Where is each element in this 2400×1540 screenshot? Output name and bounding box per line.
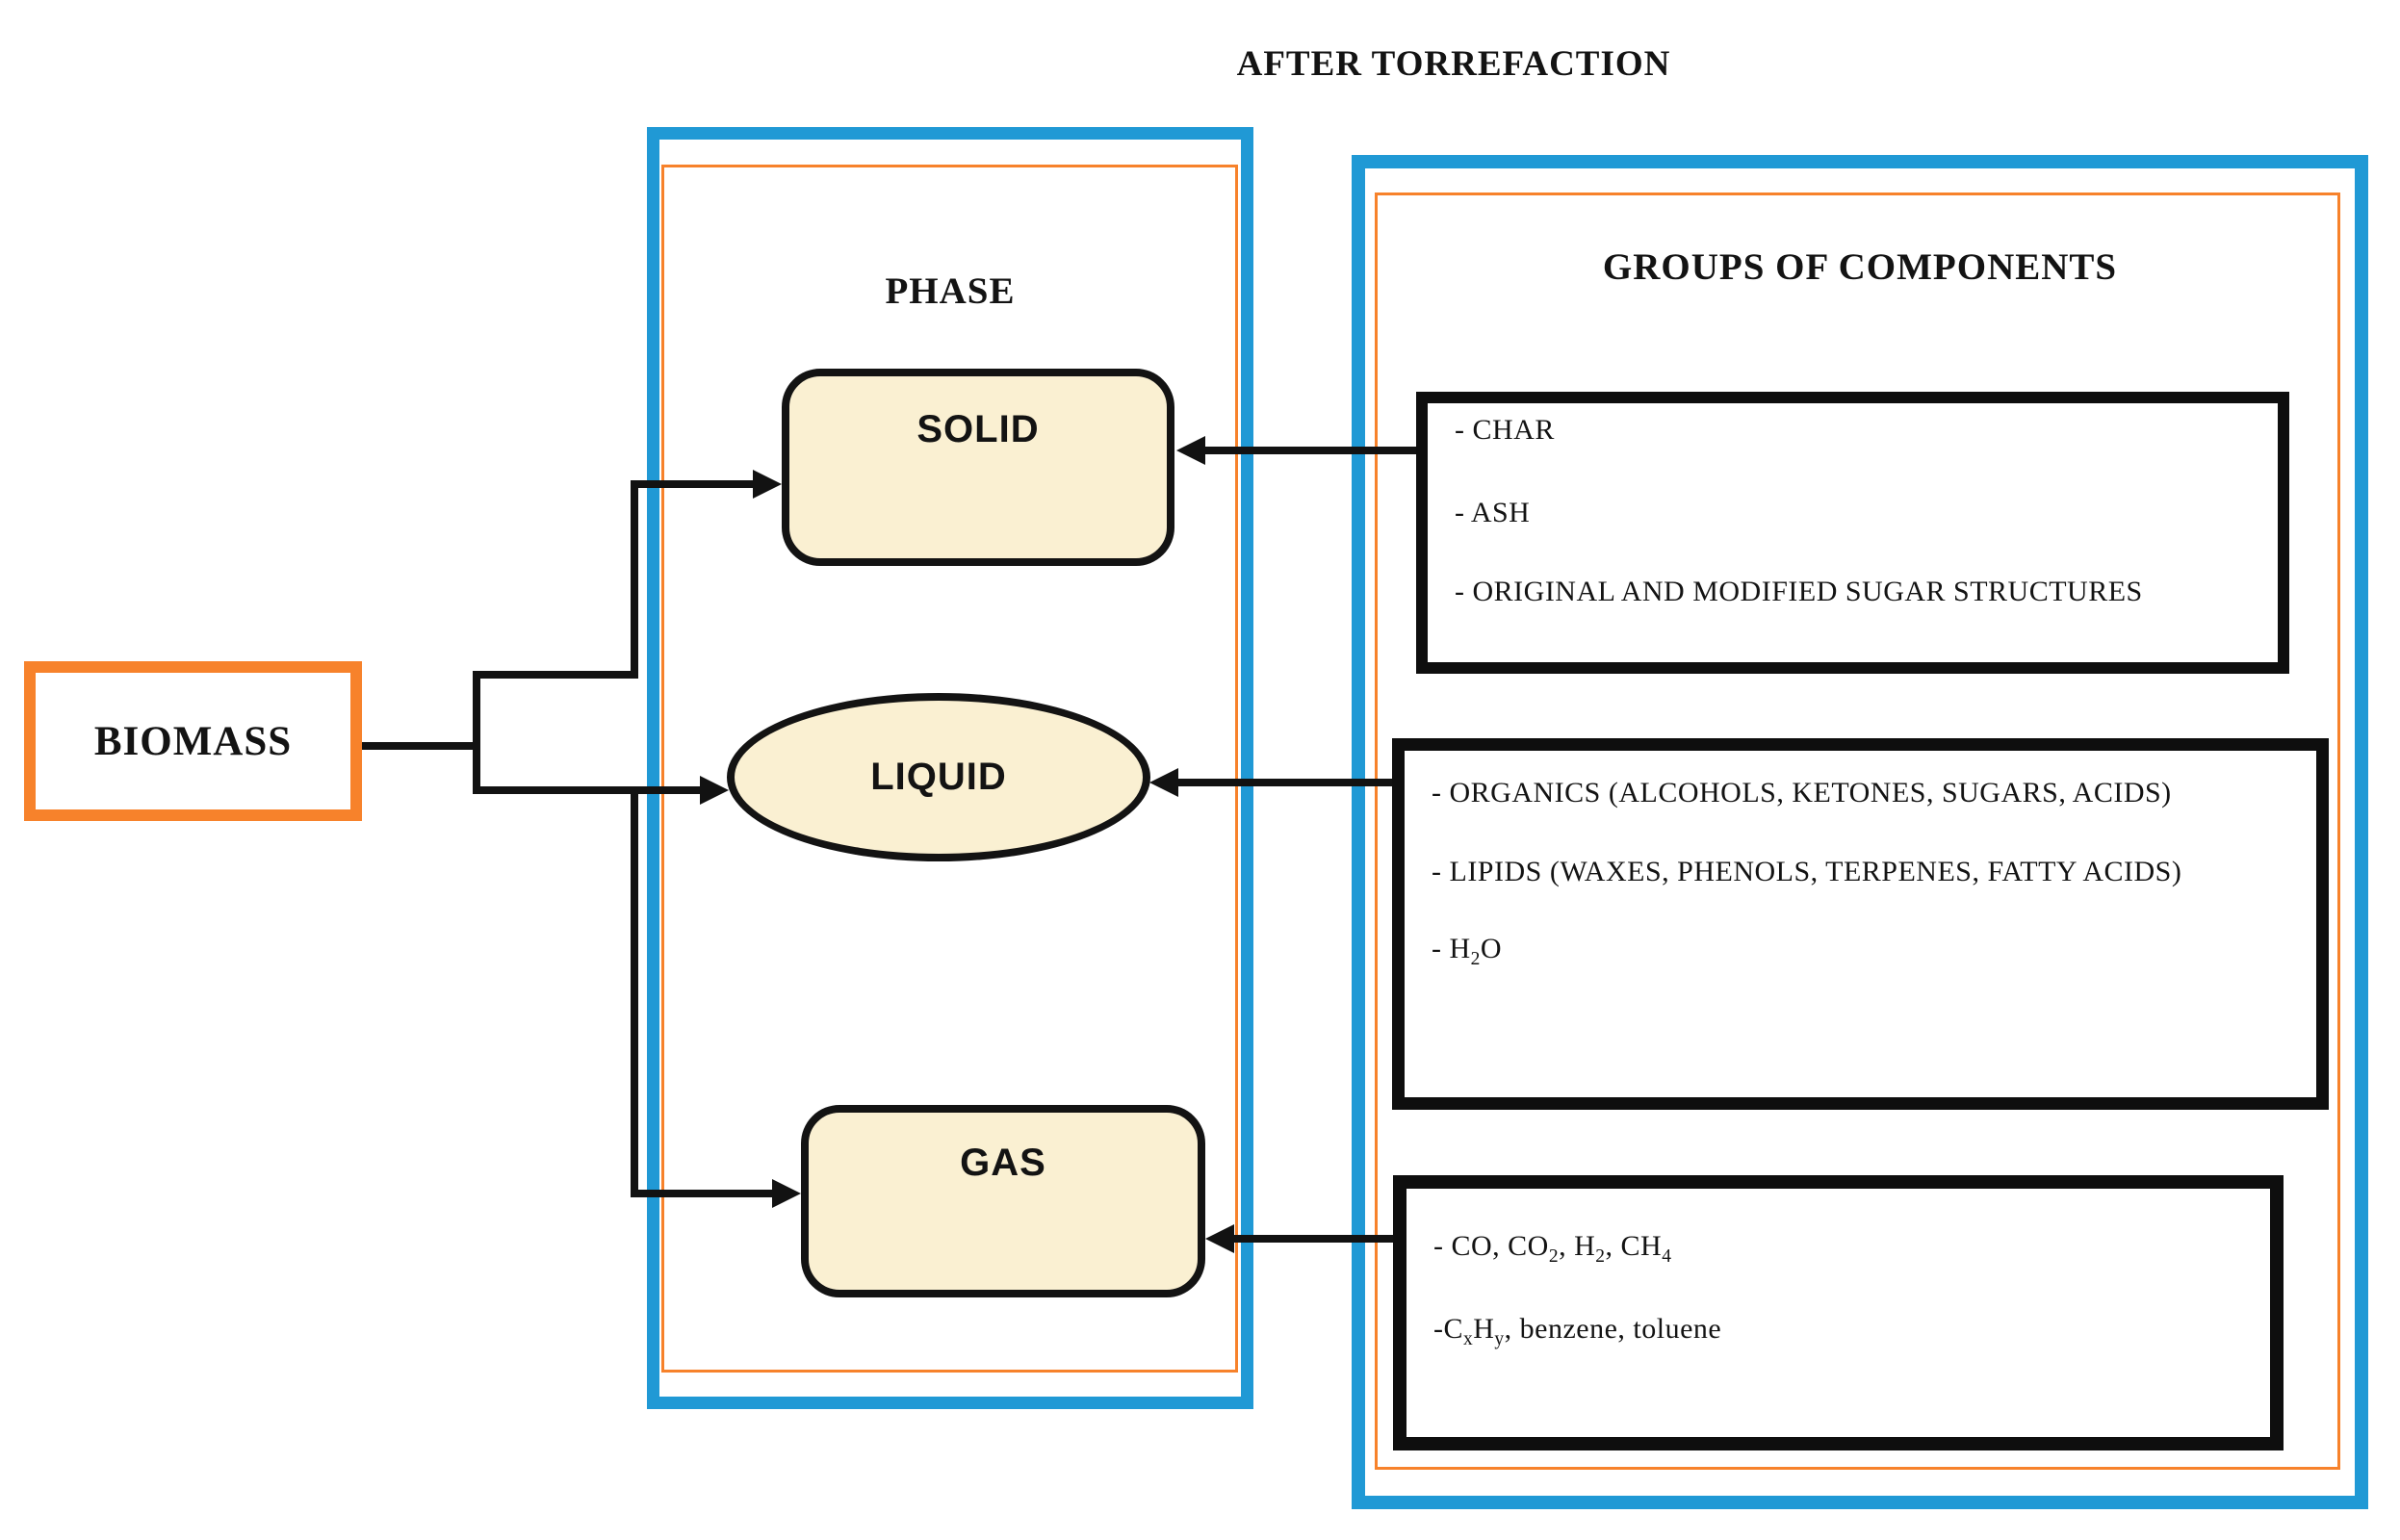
line-solid-components-to-solid: [1205, 447, 1416, 454]
liquid-components-box: - ORGANICS (ALCOHOLS, KETONES, SUGARS, A…: [1392, 738, 2329, 1110]
phase-panel-orange-border: [661, 165, 1238, 1373]
arrowhead-components-to-solid: [1176, 436, 1205, 465]
solid-component-line: - CHAR: [1455, 414, 1555, 446]
line-biomass-out: [362, 742, 480, 750]
line-gas-components-to-gas: [1234, 1235, 1393, 1243]
line-branch-junction: [473, 671, 480, 794]
line-solid-branch-riser: [631, 480, 638, 679]
phase-panel-title: PHASE: [885, 270, 1016, 312]
gas-components-box: - CO, CO2, H2, CH4 -CxHy, benzene, tolue…: [1393, 1175, 2284, 1450]
line-solid-branch-horizontal: [473, 671, 638, 679]
arrowhead-into-liquid: [700, 776, 729, 805]
gas-label: GAS: [960, 1142, 1046, 1184]
groups-of-components-panel: GROUPS OF COMPONENTS: [1352, 155, 2368, 1509]
diagram-title: AFTER TORREFACTION: [1236, 44, 1671, 84]
line-into-gas: [631, 1190, 772, 1197]
solid-component-line: - ASH: [1455, 497, 1531, 528]
liquid-label: LIQUID: [870, 756, 1007, 798]
line-gas-branch-vertical: [631, 786, 638, 1194]
arrowhead-into-gas: [772, 1179, 801, 1208]
line-into-liquid: [473, 786, 700, 794]
line-into-solid: [631, 480, 753, 488]
liquid-component-line: - H2O: [1432, 933, 1503, 969]
arrowhead-into-solid: [753, 470, 782, 499]
arrowhead-components-to-liquid: [1149, 768, 1178, 797]
biomass-label: BIOMASS: [93, 718, 293, 764]
arrowhead-components-to-gas: [1205, 1224, 1234, 1253]
liquid-phase-ellipse: LIQUID: [727, 693, 1150, 861]
biomass-box: BIOMASS: [24, 661, 362, 821]
gas-phase-box: GAS: [801, 1105, 1205, 1297]
solid-phase-box: SOLID: [782, 369, 1174, 566]
liquid-component-line: - LIPIDS (WAXES, PHENOLS, TERPENES, FATT…: [1432, 856, 2182, 887]
liquid-component-line: - ORGANICS (ALCOHOLS, KETONES, SUGARS, A…: [1432, 777, 2172, 808]
solid-components-box: - CHAR - ASH - ORIGINAL AND MODIFIED SUG…: [1416, 392, 2289, 674]
groups-panel-orange-border: [1375, 192, 2340, 1470]
solid-label: SOLID: [916, 408, 1040, 450]
line-liquid-components-to-liquid: [1178, 779, 1392, 786]
gas-component-line: - CO, CO2, H2, CH4: [1433, 1230, 1672, 1267]
solid-component-line: - ORIGINAL AND MODIFIED SUGAR STRUCTURES: [1455, 576, 2143, 607]
groups-panel-title: GROUPS OF COMPONENTS: [1602, 246, 2118, 288]
gas-component-line: -CxHy, benzene, toluene: [1433, 1313, 1722, 1349]
